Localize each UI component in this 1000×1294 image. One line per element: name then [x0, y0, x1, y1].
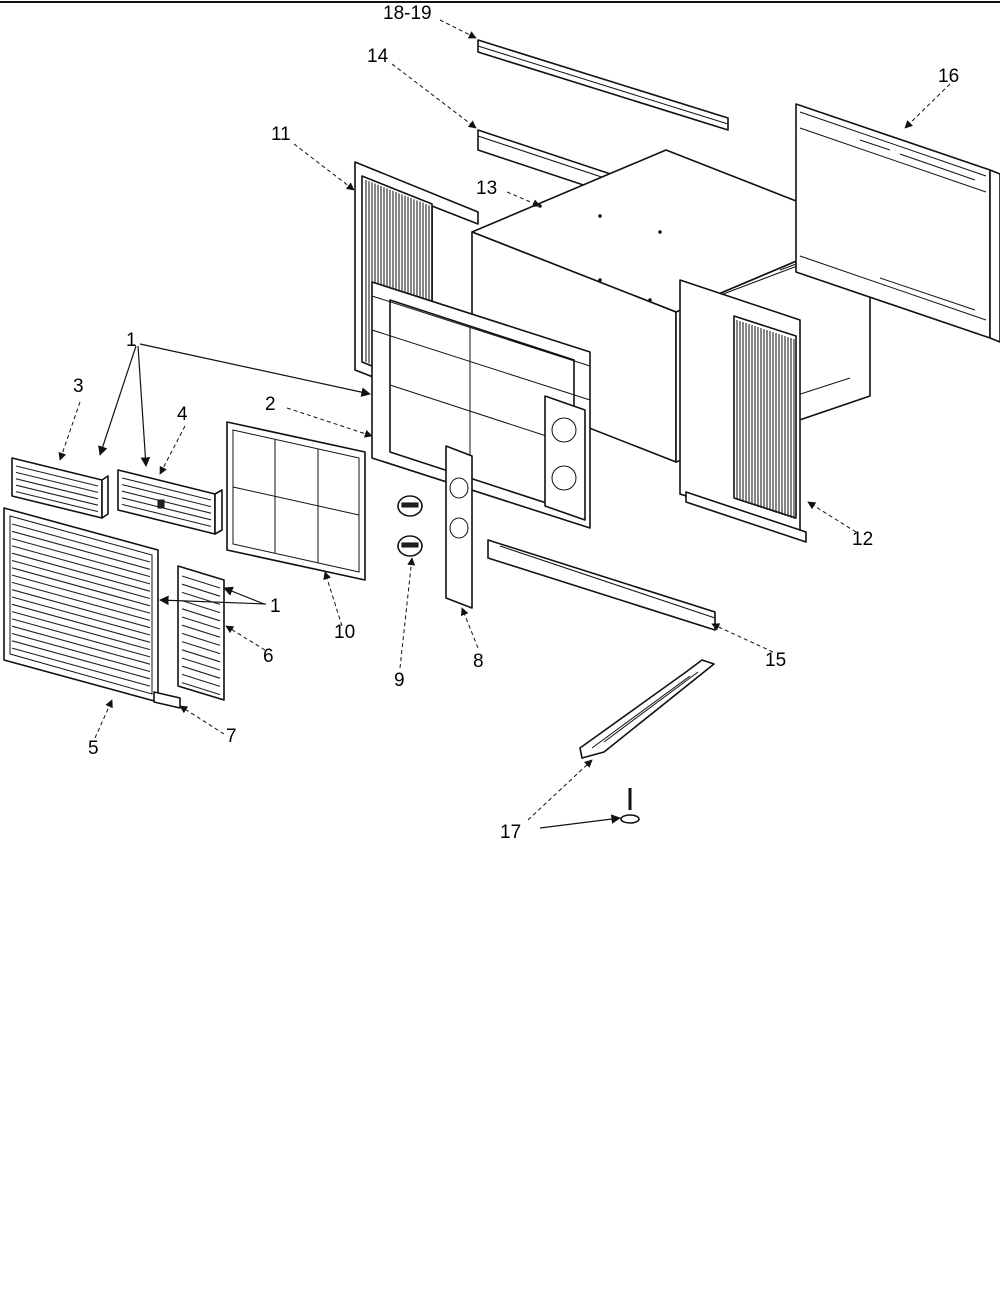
part-2-front-frame — [371, 281, 591, 529]
callout-6: 6 — [263, 646, 274, 667]
callout-labels: 18-19 14 16 11 13 1 3 2 4 12 1 10 6 15 8… — [73, 3, 959, 843]
callout-14: 14 — [367, 46, 389, 67]
callout-9: 9 — [394, 670, 405, 691]
callout-3: 3 — [73, 376, 84, 397]
callout-12: 12 — [852, 529, 873, 550]
part-8-control-panel — [445, 445, 473, 609]
callout-17: 17 — [500, 822, 521, 843]
part-10-air-filter — [226, 421, 366, 581]
callout-8: 8 — [473, 651, 484, 672]
part-6-side-louver — [177, 565, 225, 701]
leader-lines — [58, 19, 951, 829]
part-7-clip — [153, 691, 181, 709]
callout-5: 5 — [88, 738, 99, 759]
part-17-support-bracket — [579, 659, 715, 759]
callout-1-bottom: 1 — [270, 596, 281, 617]
callout-11: 11 — [271, 124, 291, 145]
part-18-19-top-rail — [477, 39, 729, 131]
callout-18-19: 18-19 — [383, 3, 432, 24]
callout-7: 7 — [226, 726, 237, 747]
callout-4: 4 — [177, 404, 188, 425]
part-3-louver-assembly — [11, 457, 109, 519]
callout-16: 16 — [938, 66, 959, 87]
part-12-right-side-panel — [679, 279, 807, 543]
callout-13: 13 — [476, 178, 497, 199]
callout-2: 2 — [265, 394, 276, 415]
callout-15: 15 — [765, 650, 786, 671]
part-15-bottom-rail — [487, 539, 716, 631]
part-5-front-grille — [3, 507, 159, 703]
part-16-rear-panel — [795, 103, 1000, 343]
part-17-leveling-foot — [620, 788, 640, 824]
part-4-louver-assembly — [117, 469, 223, 535]
callout-10: 10 — [334, 622, 355, 643]
part-9-control-knobs — [397, 495, 423, 557]
callout-1-top: 1 — [126, 330, 137, 351]
